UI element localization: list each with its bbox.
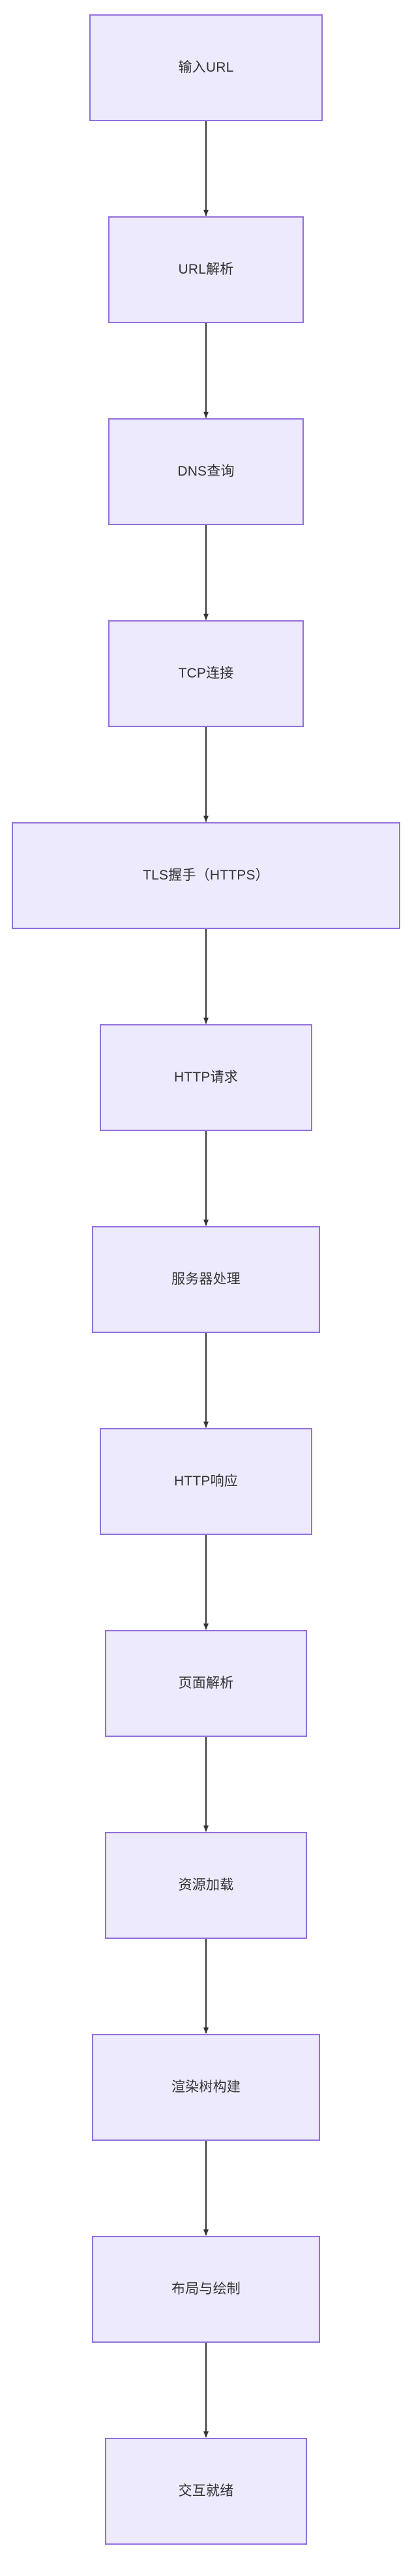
flow-node-n10[interactable]: 资源加载 [105, 1832, 307, 1939]
flow-node-n11[interactable]: 渲染树构建 [92, 2034, 320, 2141]
flow-node-n3[interactable]: DNS查询 [108, 418, 304, 525]
flow-node-label: 资源加载 [178, 1878, 234, 1893]
flow-node-label: TCP连接 [178, 666, 234, 681]
flow-node-label: 交互就绪 [178, 2483, 234, 2499]
flow-node-n1[interactable]: 输入URL [89, 14, 323, 121]
flow-node-label: 渲染树构建 [171, 2080, 241, 2095]
flow-node-n13[interactable]: 交互就绪 [105, 2438, 307, 2545]
flow-node-label: DNS查询 [177, 464, 235, 479]
flow-node-label: HTTP请求 [173, 1070, 239, 1085]
flow-node-label: HTTP响应 [173, 1474, 239, 1489]
flow-node-n12[interactable]: 布局与绘制 [92, 2236, 320, 2343]
flow-node-label: 输入URL [178, 60, 234, 76]
flow-node-label: URL解析 [178, 262, 234, 278]
flow-node-label: 服务器处理 [171, 1272, 241, 1287]
flow-node-label: TLS握手（HTTPS） [143, 868, 269, 883]
flow-node-n2[interactable]: URL解析 [108, 216, 304, 323]
flow-node-n9[interactable]: 页面解析 [105, 1630, 307, 1737]
flow-node-label: 布局与绘制 [171, 2282, 241, 2297]
flow-node-n6[interactable]: HTTP请求 [100, 1024, 312, 1131]
flow-node-n7[interactable]: 服务器处理 [92, 1226, 320, 1333]
flow-node-n5[interactable]: TLS握手（HTTPS） [12, 822, 400, 929]
flow-node-label: 页面解析 [178, 1676, 234, 1691]
flow-node-n8[interactable]: HTTP响应 [100, 1428, 312, 1535]
flow-node-n4[interactable]: TCP连接 [108, 620, 304, 727]
